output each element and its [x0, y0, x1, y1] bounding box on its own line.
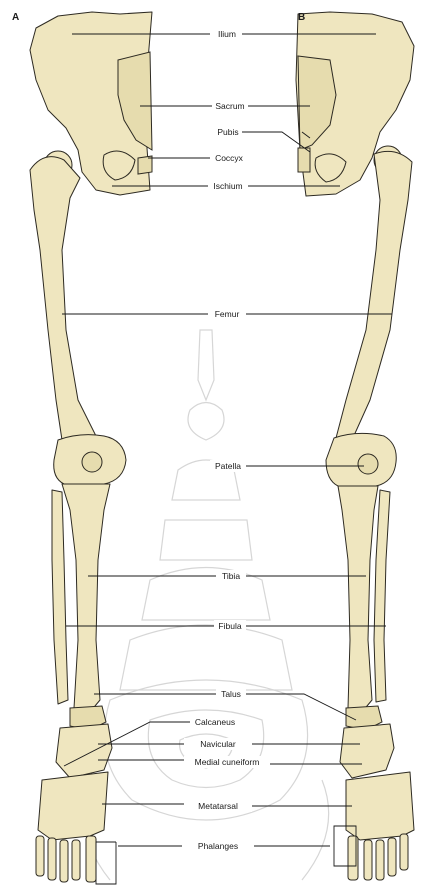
label-navicular: Navicular	[200, 739, 236, 749]
panel-label-a: A	[12, 12, 19, 23]
label-phalanges: Phalanges	[198, 841, 238, 851]
phalanges-right	[348, 834, 408, 880]
label-fibula: Fibula	[218, 621, 241, 631]
femur-left	[30, 157, 98, 452]
label-calcaneus: Calcaneus	[195, 717, 235, 727]
label-pubis: Pubis	[217, 127, 238, 137]
label-sacrum: Sacrum	[215, 101, 244, 111]
panel-label-b: B	[298, 12, 305, 23]
label-ilium: Ilium	[218, 29, 236, 39]
label-femur: Femur	[215, 309, 240, 319]
label-tibia: Tibia	[222, 571, 240, 581]
phalanges-left	[36, 836, 96, 882]
label-plates	[182, 28, 270, 852]
label-patella: Patella	[215, 461, 241, 471]
watermark-emblem	[83, 330, 328, 880]
label-coccyx: Coccyx	[215, 153, 244, 163]
patella-left	[82, 452, 102, 472]
pubis-left	[138, 156, 152, 174]
femur-right	[336, 151, 412, 440]
label-medial-cuneiform: Medial cuneiform	[195, 757, 260, 767]
tarsals-left	[56, 724, 112, 778]
tibia-left	[62, 484, 110, 712]
patella-right	[358, 454, 378, 474]
panel-b	[296, 12, 414, 880]
tibia-right	[338, 486, 378, 712]
metatarsals-left	[38, 772, 108, 840]
panel-a	[30, 12, 152, 882]
label-talus: Talus	[221, 689, 241, 699]
label-ischium: Ischium	[213, 181, 242, 191]
tarsals-right	[340, 724, 394, 778]
pubis-right	[298, 148, 310, 172]
fibula-right	[374, 490, 390, 702]
label-metatarsal: Metatarsal	[198, 801, 238, 811]
fibula-left	[52, 490, 68, 704]
